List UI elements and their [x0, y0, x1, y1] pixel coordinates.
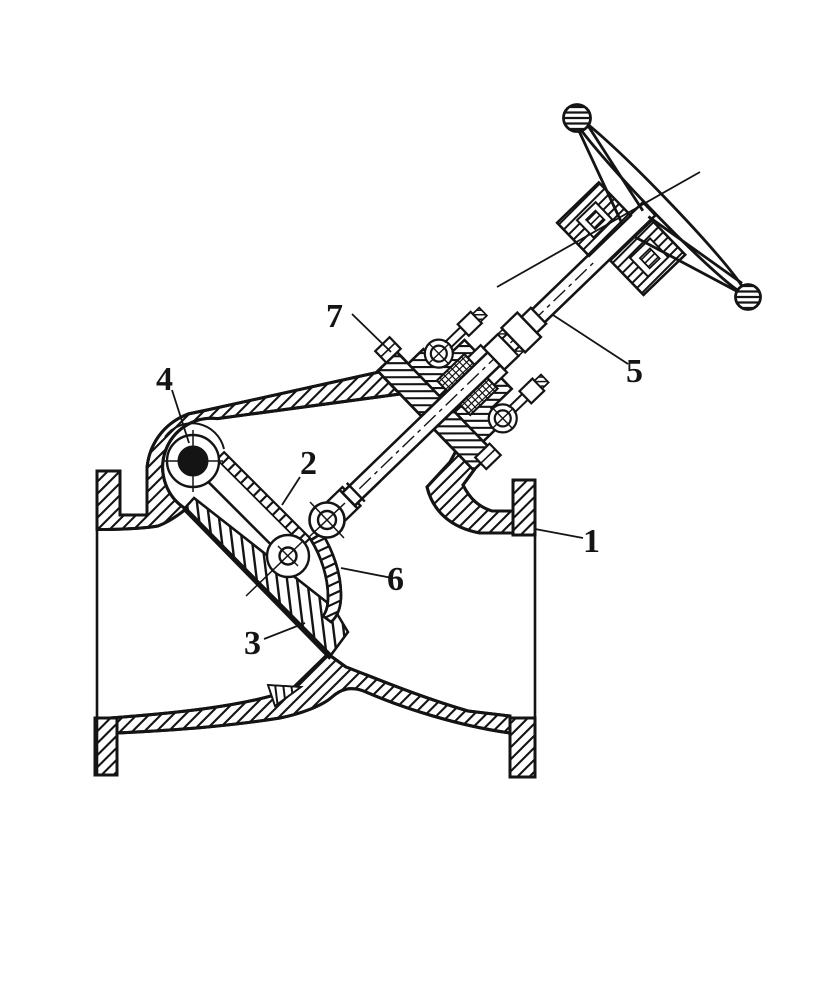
handwheel-knob-top-outline: [562, 103, 592, 133]
leader-5: [552, 314, 629, 365]
part-label-2: 2: [300, 445, 317, 482]
edge-line: [443, 325, 463, 344]
edge-line: [428, 343, 450, 364]
flange-right-top-hatch: [513, 480, 535, 535]
yoke-bushing-body-outline: [555, 180, 633, 258]
eyebolt-washer-hatch: [534, 374, 549, 389]
wheel-axis-line: [496, 171, 701, 288]
section-block: [519, 306, 548, 335]
spoke-2: [583, 119, 645, 212]
gland-eyebolt-left: [423, 306, 488, 369]
yoke-nut-core-outline: [638, 247, 661, 270]
seat-line: [182, 506, 333, 660]
flange-right-bottom-outline: [508, 716, 537, 779]
edge-line: [513, 397, 530, 414]
part-label-4: 4: [156, 361, 173, 398]
link-band-outline: [309, 531, 343, 624]
bonnet-bolt-lug-right: [473, 442, 503, 471]
flange-left-bottom-hatch: [95, 718, 117, 775]
handwheel-knob-bottom-hatch: [735, 284, 761, 310]
part-label-5: 5: [626, 353, 643, 390]
part-labels: 1 2 3 4 5 6 7: [156, 298, 643, 662]
handwheel-knob-top-hatch: [563, 104, 591, 132]
hatch-lines: [513, 480, 535, 535]
arm-bolt-cross-b: [245, 541, 303, 597]
section-block: [481, 332, 521, 372]
handwheel-knob-bottom-outline: [734, 283, 762, 311]
part-label-1: 1: [583, 523, 600, 560]
eyebolt-washer-hatch: [472, 307, 487, 322]
flange-right-top-outline: [511, 478, 537, 537]
leader-4: [171, 389, 190, 444]
eyebolt-washer-outline: [471, 306, 488, 323]
yoke-nut-core-outline: [585, 209, 606, 231]
clevis-cross-b: [309, 501, 345, 539]
stem-nut: [481, 306, 548, 372]
part-label-7: 7: [326, 298, 343, 335]
hatch-lines: [563, 104, 591, 132]
gland-eyebolt-right: [487, 373, 550, 434]
arm-end-joint: [245, 533, 311, 597]
edge-line: [492, 408, 514, 429]
seat-wedge-left-outline: [266, 684, 304, 708]
leader-lines: [171, 313, 629, 640]
spoke-4: [647, 215, 743, 285]
part-label-6: 6: [387, 561, 404, 598]
valve-body: [93, 370, 537, 779]
body-right-wall-outline: [425, 448, 515, 535]
flange-right-bottom-hatch: [510, 718, 535, 777]
stem-centerline: [358, 262, 594, 490]
edge-line: [480, 448, 496, 464]
leader-1: [534, 528, 584, 539]
hatch-lines: [95, 718, 117, 775]
flange-left-bottom-outline: [93, 716, 119, 777]
leader-7: [351, 313, 392, 353]
body-upper-left-wall-outline: [95, 370, 404, 532]
hatch-lines: [534, 374, 549, 389]
leader-3: [263, 622, 306, 640]
leader-2: [281, 476, 301, 506]
pivot-boss-arc: [164, 422, 225, 450]
spoke-1: [574, 123, 624, 225]
arm-hatch-strip-outline: [215, 451, 311, 547]
yoke-bushing-body-outline: [608, 218, 687, 297]
eyebolt-washer-outline: [533, 373, 550, 390]
hatch-lines: [735, 284, 761, 310]
disc-outline: [183, 496, 350, 657]
hinge-pin: [163, 422, 225, 492]
stuffing-box-wall-left-outline: [406, 338, 483, 398]
edge-line: [507, 391, 525, 408]
clevis-cap-1: [338, 488, 359, 510]
hatch-lines: [510, 718, 535, 777]
leader-6: [340, 567, 393, 579]
spoke-3: [633, 235, 739, 293]
clevis-cap-2: [345, 482, 366, 503]
part-label-3: 3: [244, 625, 261, 662]
clevis-joint: [308, 501, 346, 539]
hatch-lines: [472, 307, 487, 322]
edge-line: [449, 330, 469, 349]
